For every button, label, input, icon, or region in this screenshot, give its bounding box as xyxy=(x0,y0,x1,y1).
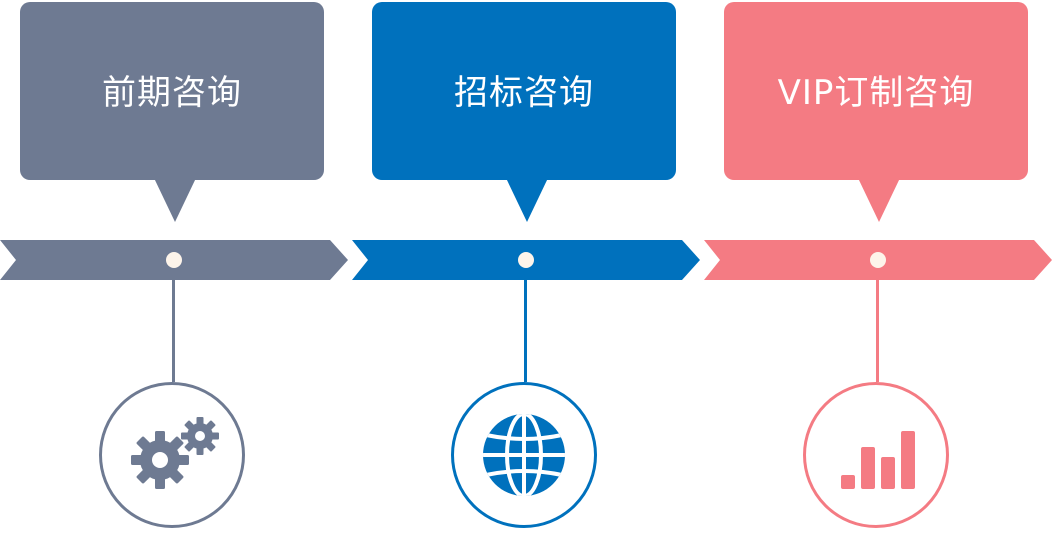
step-label: 招标咨询 xyxy=(454,72,594,113)
step-label: VIP订制咨询 xyxy=(777,72,975,113)
connector-line xyxy=(172,270,175,382)
icon-circle xyxy=(451,382,597,528)
timeline-dot xyxy=(870,252,886,268)
callout-pointer xyxy=(858,178,900,222)
connector-line xyxy=(876,270,879,382)
globe-icon xyxy=(483,414,565,496)
step-callout: 前期咨询 xyxy=(20,2,324,180)
step-callout: 招标咨询 xyxy=(372,2,676,180)
timeline-dot xyxy=(166,252,182,268)
timeline-arrow-segment xyxy=(704,240,1052,280)
step-label: 前期咨询 xyxy=(102,72,242,113)
bar-chart-icon xyxy=(841,431,915,489)
step-vip-custom-consulting: VIP订制咨询 xyxy=(704,0,1052,550)
callout-pointer xyxy=(154,178,196,222)
step-callout: VIP订制咨询 xyxy=(724,2,1028,180)
timeline-dot xyxy=(518,252,534,268)
gears-icon xyxy=(131,417,219,489)
connector-line xyxy=(524,270,527,382)
timeline-arrow-segment xyxy=(352,240,700,280)
step-early-consulting: 前期咨询 xyxy=(0,0,352,550)
callout-pointer xyxy=(506,178,548,222)
step-bidding-consulting: 招标咨询 xyxy=(352,0,704,550)
icon-circle xyxy=(803,382,949,528)
timeline-arrow-segment xyxy=(0,240,348,280)
icon-circle xyxy=(99,382,245,528)
